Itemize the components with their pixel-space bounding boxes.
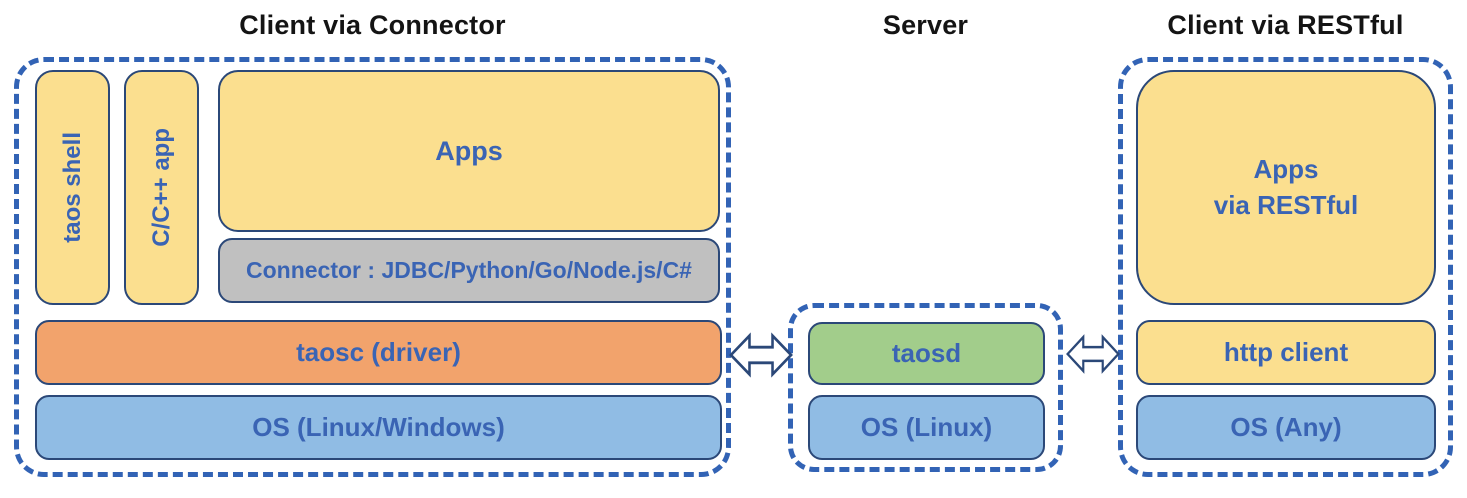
connector-client-title: Client via Connector — [239, 10, 506, 40]
restful-client-title: Client via RESTful — [1167, 10, 1404, 40]
apps-via-restful-label-line2: via RESTful — [1213, 189, 1359, 220]
server-group: taosd OS (Linux) — [788, 303, 1063, 472]
os-linux-windows-box: OS (Linux/Windows) — [35, 395, 722, 460]
taosc-driver-box: taosc (driver) — [35, 320, 722, 385]
apps-box: Apps — [218, 70, 720, 232]
apps-label: Apps — [435, 135, 503, 166]
apps-via-restful-box: Apps via RESTful — [1136, 70, 1436, 305]
connector-label: Connector : JDBC/Python/Go/Node.js/C# — [246, 257, 692, 283]
taosd-label: taosd — [891, 338, 962, 368]
os-linux-label: OS (Linux) — [860, 412, 993, 442]
double-arrow-icon — [1066, 332, 1120, 376]
server-title: Server — [882, 10, 969, 40]
os-any-label: OS (Any) — [1230, 412, 1342, 442]
double-arrow-icon — [729, 330, 793, 380]
connector-client-group: taos shell C/C++ app Apps Connector : JD… — [14, 57, 731, 477]
cpp-app-label: C/C++ app — [147, 128, 175, 247]
http-client-label: http client — [1223, 337, 1349, 367]
restful-client-group: Apps via RESTful http client OS (Any) — [1118, 57, 1453, 477]
taosd-box: taosd — [808, 322, 1045, 385]
os-any-box: OS (Any) — [1136, 395, 1436, 460]
cpp-app-box: C/C++ app — [124, 70, 199, 305]
os-linux-box: OS (Linux) — [808, 395, 1045, 460]
taos-shell-box: taos shell — [35, 70, 110, 305]
http-client-box: http client — [1136, 320, 1436, 385]
connector-box: Connector : JDBC/Python/Go/Node.js/C# — [218, 238, 720, 303]
taos-shell-label: taos shell — [58, 132, 86, 243]
os-linux-windows-label: OS (Linux/Windows) — [252, 412, 505, 442]
apps-via-restful-label-line1: Apps — [1253, 154, 1319, 185]
taosc-driver-label: taosc (driver) — [296, 337, 461, 367]
